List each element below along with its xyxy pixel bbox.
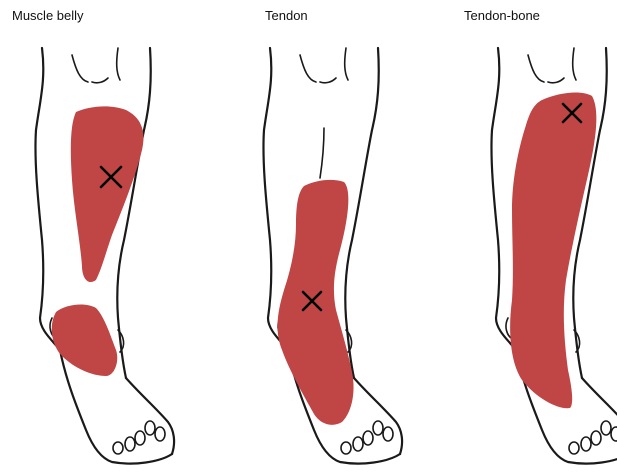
pain-area-full-leg — [510, 93, 596, 409]
pain-area-ankle — [52, 305, 118, 376]
leg-figure-muscle-belly — [35, 48, 174, 464]
pain-area-achilles — [278, 180, 354, 425]
leg-figure-tendon-bone — [491, 48, 617, 464]
leg-figure-tendon — [263, 48, 402, 464]
